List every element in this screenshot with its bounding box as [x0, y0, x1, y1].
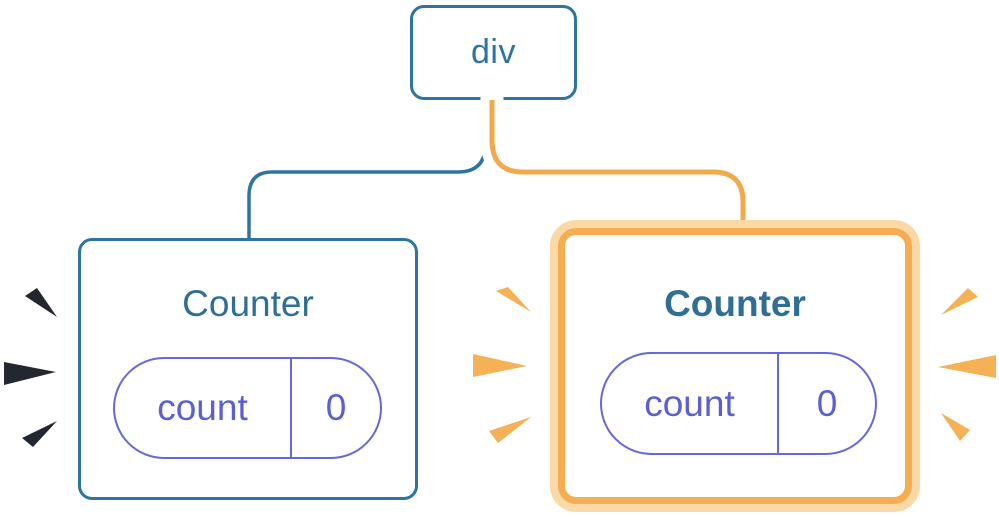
sparkle-burst-left-counter — [4, 288, 57, 447]
state-key: count — [157, 387, 248, 428]
state-pill: count 0 — [600, 352, 877, 455]
sparkle-burst-right-counter-left — [473, 287, 531, 443]
counter-title: Counter — [664, 283, 806, 324]
sparkle-icon — [25, 288, 57, 317]
counter-card-left: Counter count 0 — [78, 238, 418, 500]
state-value: 0 — [290, 359, 380, 457]
wire-to-right-counter — [489, 100, 746, 230]
sparkle-icon — [489, 417, 531, 443]
state-value: 0 — [777, 354, 875, 453]
sparkle-icon — [941, 288, 978, 315]
tree-node-div: div — [410, 5, 577, 100]
node-div-label: div — [471, 33, 516, 71]
sparkle-icon — [496, 287, 531, 312]
counter-title: Counter — [182, 283, 314, 324]
sparkle-burst-right-counter-right — [938, 288, 996, 441]
sparkle-icon — [941, 413, 970, 441]
state-pill: count 0 — [113, 357, 382, 459]
sparkle-icon — [938, 355, 996, 378]
counter-card-right-highlighted: Counter count 0 — [558, 228, 912, 504]
sparkle-icon — [473, 354, 527, 377]
sparkle-icon — [22, 421, 57, 447]
sparkle-icon — [4, 362, 56, 385]
state-key: count — [644, 382, 735, 424]
wire-casing — [480, 96, 755, 230]
wire-to-left-counter — [247, 102, 488, 240]
